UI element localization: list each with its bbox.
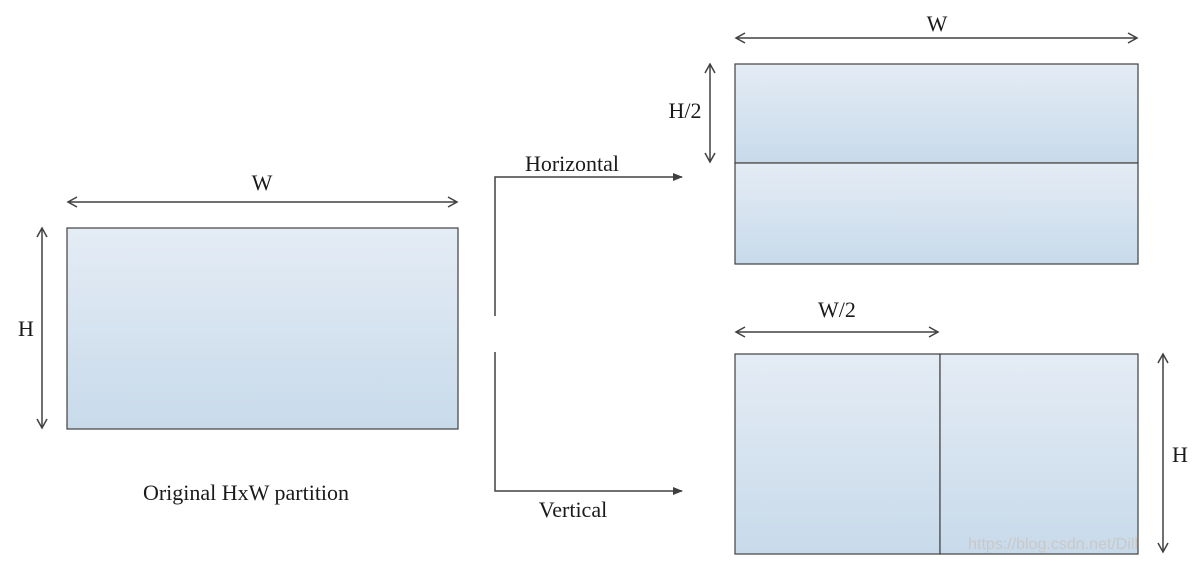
vertical-split-right-block: [939, 353, 1139, 555]
vertical-split-left-block: [734, 353, 941, 555]
original-caption: Original HxW partition: [143, 480, 349, 505]
horizontal-split-result: W H/2: [669, 11, 1139, 265]
vertical-split-half-width-label: W/2: [818, 297, 856, 322]
vertical-split-height-label: H: [1172, 442, 1188, 467]
horizontal-split-half-height-label: H/2: [669, 98, 702, 123]
horizontal-split-width-label: W: [927, 11, 948, 36]
original-partition: W H Original HxW partition: [18, 170, 459, 505]
horizontal-branch-label: Horizontal: [525, 151, 619, 176]
horizontal-branch-arrow: [494, 173, 683, 316]
original-height-label: H: [18, 316, 34, 341]
watermark-text: https://blog.csdn.net/Dill: [968, 536, 1138, 553]
original-width-label: W: [252, 170, 273, 195]
branch-connectors: Horizontal Vertical: [494, 151, 683, 522]
vertical-branch-label: Vertical: [539, 497, 607, 522]
vertical-split-result: W/2 H: [734, 297, 1188, 555]
vertical-branch-arrow: [494, 352, 683, 495]
horizontal-split-top-block: [734, 63, 1139, 164]
original-block: [66, 227, 459, 430]
horizontal-split-bottom-block: [734, 162, 1139, 265]
